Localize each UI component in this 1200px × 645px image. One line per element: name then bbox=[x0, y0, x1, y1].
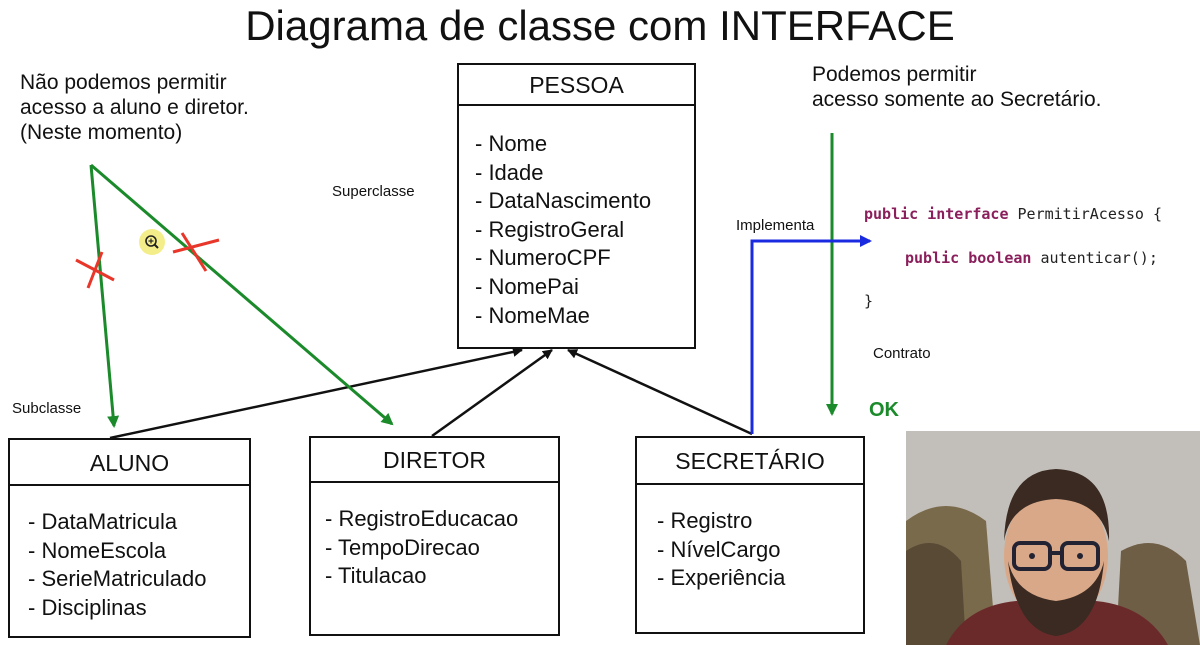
attribute: - Titulacao bbox=[325, 563, 427, 589]
page-title: Diagrama de classe com INTERFACE bbox=[245, 2, 955, 49]
class-diretor: DIRETOR - RegistroEducacao - TempoDireca… bbox=[309, 436, 560, 636]
webcam-video bbox=[906, 431, 1200, 645]
right-note: Podemos permitir acesso somente ao Secre… bbox=[812, 63, 1102, 111]
class-pessoa: PESSOA - Nome - Idade - DataNascimento -… bbox=[457, 63, 696, 349]
attribute: - NívelCargo bbox=[657, 536, 781, 562]
aluno-to-pessoa-arrow bbox=[109, 346, 523, 440]
zoom-cursor-icon bbox=[139, 229, 165, 255]
attribute: - SerieMatriculado bbox=[28, 566, 207, 592]
attribute: - NomeMae bbox=[475, 302, 590, 328]
attribute: - NomePai bbox=[475, 273, 579, 299]
attribute: - DataNascimento bbox=[475, 188, 652, 214]
attribute: - TempoDirecao bbox=[325, 534, 480, 560]
attribute: - NomeEscola bbox=[28, 537, 167, 563]
attribute: - Experiência bbox=[657, 565, 786, 591]
attribute: - Idade bbox=[475, 159, 544, 185]
subclasse-label: Subclasse bbox=[12, 400, 82, 417]
code-keyword: interface bbox=[927, 205, 1009, 223]
cross-mark-icon bbox=[172, 232, 220, 272]
class-name: PESSOA bbox=[459, 65, 694, 106]
attribute: - DataMatricula bbox=[28, 509, 178, 534]
implementa-arrow bbox=[750, 235, 872, 434]
code-text: PermitirAcesso { bbox=[1008, 205, 1163, 223]
green-arrow-to-diretor bbox=[90, 163, 394, 426]
code-closing-brace: } bbox=[864, 292, 874, 310]
attribute: - Nome bbox=[475, 131, 548, 156]
attribute: - Disciplinas bbox=[28, 594, 147, 620]
class-name: DIRETOR bbox=[311, 438, 558, 483]
ok-label: OK bbox=[869, 399, 899, 421]
code-keyword: boolean bbox=[968, 249, 1032, 267]
code-keyword: public bbox=[905, 249, 960, 267]
class-name: SECRETÁRIO bbox=[637, 438, 863, 485]
secretario-to-pessoa-arrow bbox=[567, 348, 753, 436]
class-aluno: ALUNO - DataMatricula - NomeEscola - Ser… bbox=[8, 438, 251, 638]
presenter-image bbox=[906, 431, 1200, 645]
implementa-label: Implementa bbox=[736, 217, 815, 234]
green-arrow-to-aluno bbox=[89, 164, 120, 428]
class-secretario: SECRETÁRIO - Registro - NívelCargo - Exp… bbox=[635, 436, 865, 634]
attribute: - NumeroCPF bbox=[475, 245, 611, 271]
code-line-interface: public interface PermitirAcesso { bbox=[864, 205, 1162, 223]
left-note: Não podemos permitir acesso a aluno e di… bbox=[20, 71, 249, 144]
attribute: - RegistroEducacao bbox=[325, 506, 519, 531]
diretor-to-pessoa-arrow bbox=[431, 348, 553, 438]
class-name: ALUNO bbox=[10, 440, 249, 486]
code-keyword: public bbox=[864, 205, 919, 223]
attribute: - Registro bbox=[657, 508, 753, 533]
superclasse-label: Superclasse bbox=[332, 183, 415, 200]
attribute: - RegistroGeral bbox=[475, 216, 625, 242]
cross-mark-icon bbox=[75, 251, 115, 289]
contrato-label: Contrato bbox=[873, 345, 931, 362]
code-line-method: public boolean autenticar(); bbox=[905, 249, 1158, 267]
code-text: autenticar(); bbox=[1031, 249, 1158, 267]
